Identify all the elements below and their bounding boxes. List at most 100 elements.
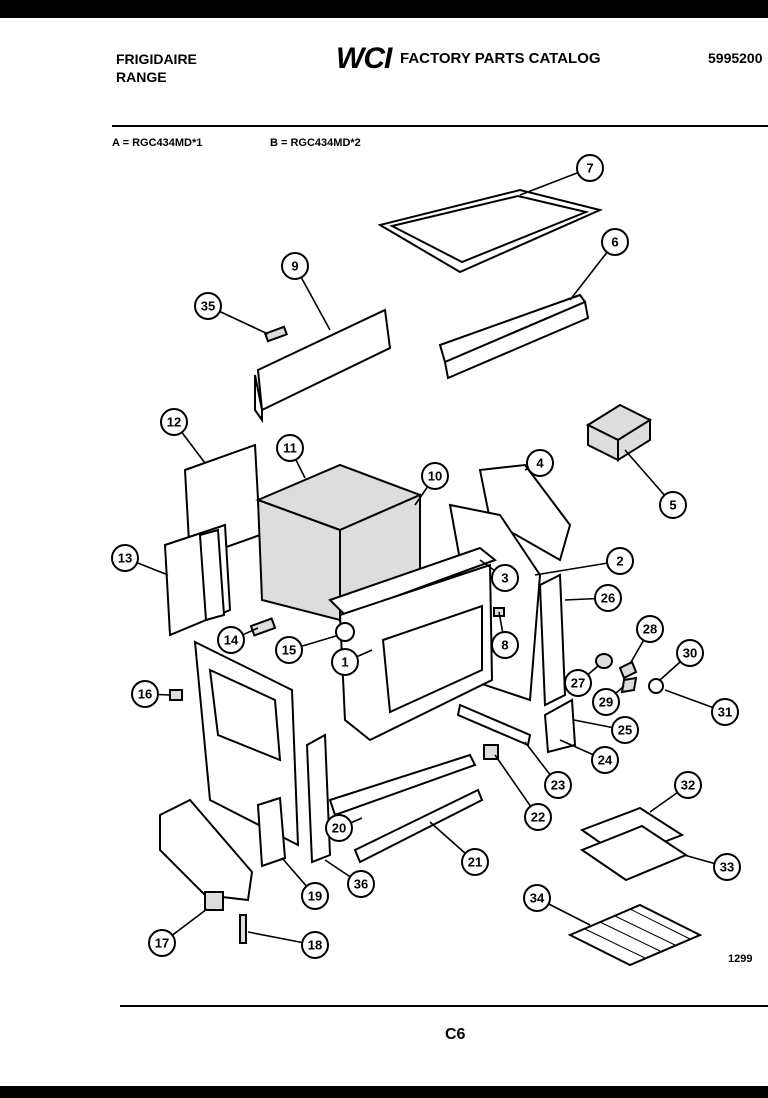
svg-text:20: 20 xyxy=(332,821,346,836)
part-back-guard-side xyxy=(254,374,263,424)
callout-14: 14 xyxy=(217,626,245,654)
svg-text:1: 1 xyxy=(341,655,348,670)
catalog-number: 5995200 xyxy=(708,50,763,66)
callout-17: 17 xyxy=(148,929,176,957)
callout-32: 32 xyxy=(674,771,702,799)
svg-text:22: 22 xyxy=(531,810,545,825)
part-switch xyxy=(204,891,224,911)
svg-text:8: 8 xyxy=(501,638,508,653)
callout-6: 6 xyxy=(601,228,629,256)
callout-24: 24 xyxy=(591,746,619,774)
svg-text:31: 31 xyxy=(718,705,732,720)
callout-15: 15 xyxy=(275,636,303,664)
brand-block: FRIGIDAIRE RANGE xyxy=(116,50,197,86)
callout-22: 22 xyxy=(524,803,552,831)
svg-text:9: 9 xyxy=(291,259,298,274)
svg-text:19: 19 xyxy=(308,889,322,904)
part-oven-rack-bars xyxy=(584,908,691,959)
model-a-label: A = RGC434MD*1 xyxy=(112,137,203,149)
part-oven-door-window xyxy=(381,604,483,714)
svg-text:30: 30 xyxy=(683,646,697,661)
svg-text:27: 27 xyxy=(571,676,585,691)
catalog-title: FACTORY PARTS CATALOG xyxy=(400,50,601,67)
part-socket xyxy=(595,653,613,669)
callout-12: 12 xyxy=(160,408,188,436)
svg-text:2: 2 xyxy=(616,554,623,569)
part-side-frame-flange xyxy=(198,528,226,622)
page-label: C6 xyxy=(445,1026,466,1043)
wci-logo: WCI xyxy=(336,42,392,75)
svg-text:35: 35 xyxy=(201,299,215,314)
callout-16: 16 xyxy=(131,680,159,708)
svg-text:16: 16 xyxy=(138,687,152,702)
part-toe-panel xyxy=(159,798,254,902)
callout-group: 1 2 3 4 5 6 7 8 9 10 11 12 13 14 15 16 1… xyxy=(111,154,741,959)
svg-text:7: 7 xyxy=(586,161,593,176)
part-rear-bracket-face xyxy=(443,300,590,380)
svg-text:25: 25 xyxy=(618,723,632,738)
callout-3: 3 xyxy=(491,564,519,592)
part-lower-side-inset xyxy=(208,668,282,762)
svg-text:13: 13 xyxy=(118,551,132,566)
callout-29: 29 xyxy=(592,688,620,716)
callout-7: 7 xyxy=(576,154,604,182)
svg-text:26: 26 xyxy=(601,591,615,606)
callout-33: 33 xyxy=(713,853,741,881)
model-b-label: B = RGC434MD*2 xyxy=(270,137,361,149)
svg-text:18: 18 xyxy=(308,938,322,953)
svg-text:3: 3 xyxy=(501,571,508,586)
callout-31: 31 xyxy=(711,698,739,726)
part-lens xyxy=(648,678,664,694)
part-front-post xyxy=(305,733,332,864)
part-bottom-rail xyxy=(328,753,477,817)
callout-8: 8 xyxy=(491,631,519,659)
svg-text:6: 6 xyxy=(611,235,618,250)
svg-text:36: 36 xyxy=(354,877,368,892)
svg-text:12: 12 xyxy=(167,415,181,430)
svg-text:34: 34 xyxy=(530,891,545,906)
callout-30: 30 xyxy=(676,639,704,667)
svg-text:21: 21 xyxy=(468,855,482,870)
part-bulb xyxy=(618,660,638,680)
product-type: RANGE xyxy=(116,69,167,85)
svg-text:24: 24 xyxy=(598,753,613,768)
callout-2: 2 xyxy=(606,547,634,575)
callout-34: 34 xyxy=(523,884,551,912)
svg-text:4: 4 xyxy=(536,456,544,471)
callout-25: 25 xyxy=(611,716,639,744)
part-frame-strip xyxy=(538,573,567,707)
svg-text:32: 32 xyxy=(681,778,695,793)
callout-19: 19 xyxy=(301,882,329,910)
svg-text:29: 29 xyxy=(599,695,613,710)
svg-text:5: 5 xyxy=(669,498,676,513)
part-door-trim xyxy=(328,546,498,617)
part-screw xyxy=(263,325,289,343)
svg-text:10: 10 xyxy=(428,469,442,484)
callout-35: 35 xyxy=(194,292,222,320)
part-thermostat xyxy=(335,622,355,642)
part-lower-bracket xyxy=(543,698,577,754)
svg-text:14: 14 xyxy=(224,633,239,648)
part-kick-rail xyxy=(353,788,484,864)
callout-23: 23 xyxy=(544,771,572,799)
callout-10: 10 xyxy=(421,462,449,490)
part-back-guard xyxy=(256,308,392,412)
callout-21: 21 xyxy=(461,848,489,876)
svg-text:17: 17 xyxy=(155,936,169,951)
callout-27: 27 xyxy=(564,669,592,697)
part-clip xyxy=(169,689,183,701)
svg-text:23: 23 xyxy=(551,778,565,793)
brand-name: FRIGIDAIRE xyxy=(116,51,197,67)
part-top-panel-inner xyxy=(389,194,590,264)
callout-18: 18 xyxy=(301,931,329,959)
part-lamp-cover xyxy=(620,676,638,694)
part-pin xyxy=(239,914,247,944)
callout-20: 20 xyxy=(325,814,353,842)
callout-1: 1 xyxy=(331,648,359,676)
callout-36: 36 xyxy=(347,870,375,898)
callout-11: 11 xyxy=(276,434,304,462)
callout-4: 4 xyxy=(526,449,554,477)
drawing-code: 1299 xyxy=(728,953,753,965)
